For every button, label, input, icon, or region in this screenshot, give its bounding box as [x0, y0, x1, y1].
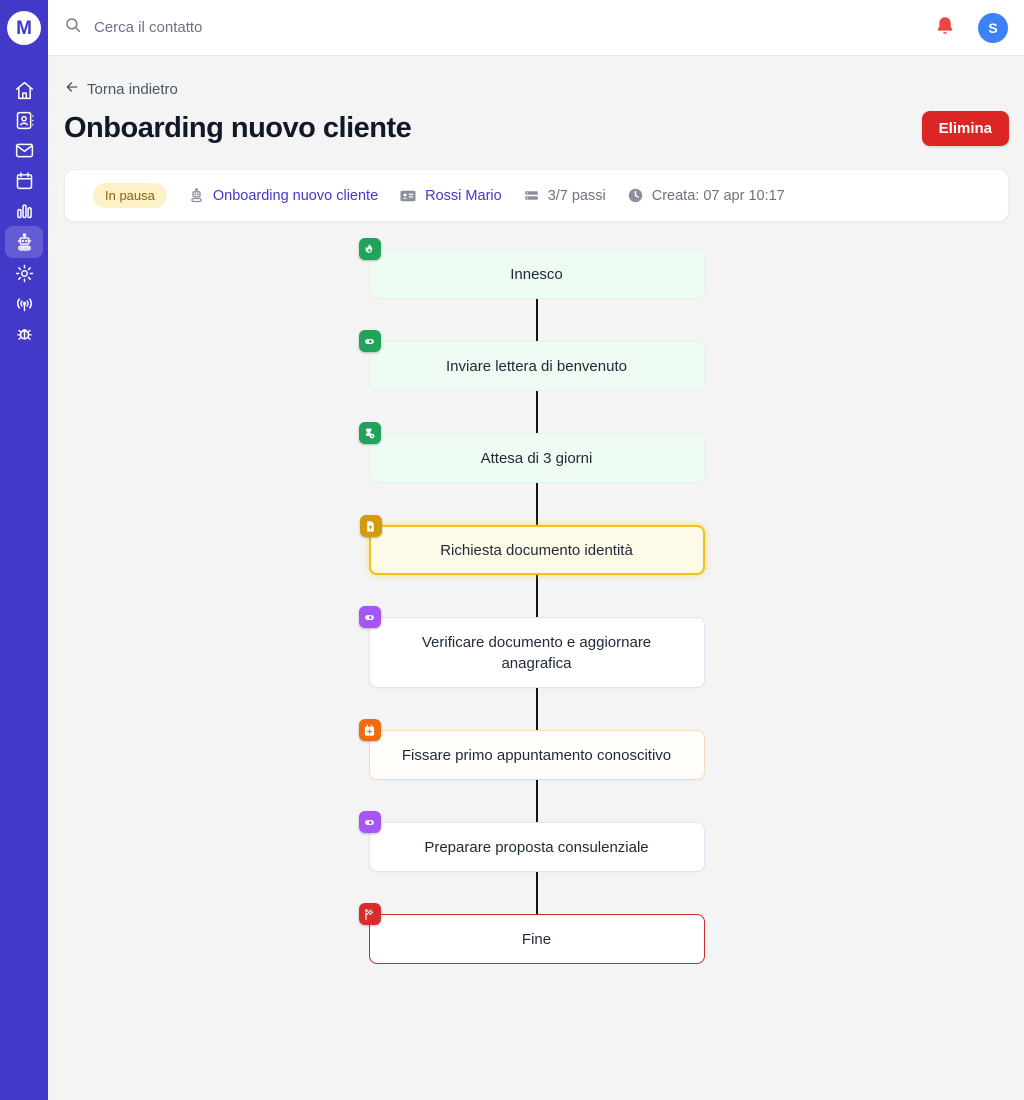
created-meta: Creata: 07 apr 10:17	[627, 187, 785, 204]
back-label: Torna indietro	[87, 80, 178, 98]
mail-icon	[14, 140, 35, 161]
broadcast-icon	[14, 293, 35, 314]
flow-connector-line	[535, 299, 538, 919]
bug-icon	[14, 323, 35, 344]
automation-robot-icon	[14, 232, 35, 253]
robot-icon	[188, 187, 205, 204]
sidebar-item-bug[interactable]	[5, 319, 43, 348]
action-toggle-icon	[358, 606, 381, 628]
title-row: Onboarding nuovo cliente Elimina	[64, 111, 1009, 146]
sidebar-item-home[interactable]	[5, 76, 43, 105]
node-label: Preparare proposta consulenziale	[424, 838, 649, 856]
contact-card-icon	[399, 187, 417, 205]
logo-wrap: M	[0, 0, 48, 56]
reports-icon	[14, 200, 35, 221]
calendar-icon	[14, 170, 35, 191]
action-toggle-icon	[358, 330, 381, 352]
main-content: Torna indietro Onboarding nuovo cliente …	[48, 57, 1024, 1100]
contact-link[interactable]: Rossi Mario	[425, 187, 502, 204]
wait-timer-icon	[358, 422, 381, 444]
sidebar-item-automation[interactable]	[5, 226, 43, 258]
sidebar-item-calendar[interactable]	[5, 166, 43, 195]
app-logo-letter: M	[16, 17, 32, 39]
workflow-node-wait[interactable]: Attesa di 3 giorni	[358, 422, 705, 483]
sidebar-nav	[0, 76, 48, 348]
bell-icon	[934, 15, 956, 40]
search-input[interactable]	[94, 19, 494, 36]
workflow-node-verify-document[interactable]: Verificare documento e aggiornare anagra…	[358, 606, 705, 688]
action-toggle-icon	[358, 811, 381, 833]
delete-button[interactable]: Elimina	[921, 111, 1009, 146]
search-box	[64, 16, 932, 39]
workflow-link[interactable]: Onboarding nuovo cliente	[212, 187, 379, 204]
sidebar-item-settings[interactable]	[5, 259, 43, 288]
sidebar-item-contacts[interactable]	[5, 106, 43, 135]
workflow-info-bar: In pausa Onboarding nuovo cliente Rossi …	[64, 169, 1009, 222]
topbar-right: S	[932, 12, 1008, 43]
clock-icon	[627, 187, 644, 204]
workflow-node-proposal[interactable]: Preparare proposta consulenziale	[358, 811, 705, 872]
sidebar-item-broadcast[interactable]	[5, 289, 43, 318]
arrow-left-icon	[64, 79, 80, 99]
page-title: Onboarding nuovo cliente	[64, 112, 412, 144]
notifications-button[interactable]	[932, 13, 958, 42]
node-label: Fine	[521, 930, 552, 948]
steps-list-icon	[523, 187, 540, 204]
workflow-node-end[interactable]: Fine	[358, 903, 705, 964]
home-icon	[14, 80, 35, 101]
app-logo[interactable]: M	[7, 11, 41, 45]
sidebar-item-mail[interactable]	[5, 136, 43, 165]
node-label: Innesco	[510, 265, 563, 283]
sidebar-item-reports[interactable]	[5, 196, 43, 225]
node-label: Fissare primo appuntamento conoscitivo	[401, 746, 672, 764]
avatar[interactable]: S	[978, 12, 1008, 43]
sidebar: M	[0, 0, 48, 1100]
workflow-diagram: Innesco Inviare lettera di benvenuto Att…	[64, 222, 1009, 964]
created-label: Creata: 07 apr 10:17	[651, 187, 785, 204]
workflow-node-document-request[interactable]: Richiesta documento identità	[359, 515, 705, 575]
back-link[interactable]: Torna indietro	[64, 79, 178, 99]
document-upload-icon	[359, 515, 382, 537]
search-icon	[64, 16, 82, 39]
topbar: S	[48, 0, 1024, 56]
node-label: Richiesta documento identità	[440, 541, 633, 559]
node-label: Attesa di 3 giorni	[480, 449, 593, 467]
workflow-meta: Onboarding nuovo cliente	[188, 187, 378, 204]
node-label: Inviare lettera di benvenuto	[446, 357, 627, 375]
steps-meta: 3/7 passi	[523, 187, 606, 204]
avatar-initial: S	[988, 19, 998, 36]
steps-progress: 3/7 passi	[547, 187, 606, 204]
contacts-icon	[14, 110, 35, 131]
status-badge: In pausa	[93, 183, 167, 208]
workflow-node-welcome-letter[interactable]: Inviare lettera di benvenuto	[358, 330, 705, 391]
settings-gear-icon	[14, 263, 35, 284]
flame-icon	[358, 238, 381, 260]
finish-flag-icon	[358, 903, 381, 925]
calendar-plus-icon	[358, 719, 381, 741]
node-label: Verificare documento e aggiornare anagra…	[421, 633, 652, 672]
workflow-node-trigger[interactable]: Innesco	[358, 238, 705, 299]
contact-meta: Rossi Mario	[399, 187, 502, 205]
workflow-node-first-appointment[interactable]: Fissare primo appuntamento conoscitivo	[358, 719, 705, 780]
